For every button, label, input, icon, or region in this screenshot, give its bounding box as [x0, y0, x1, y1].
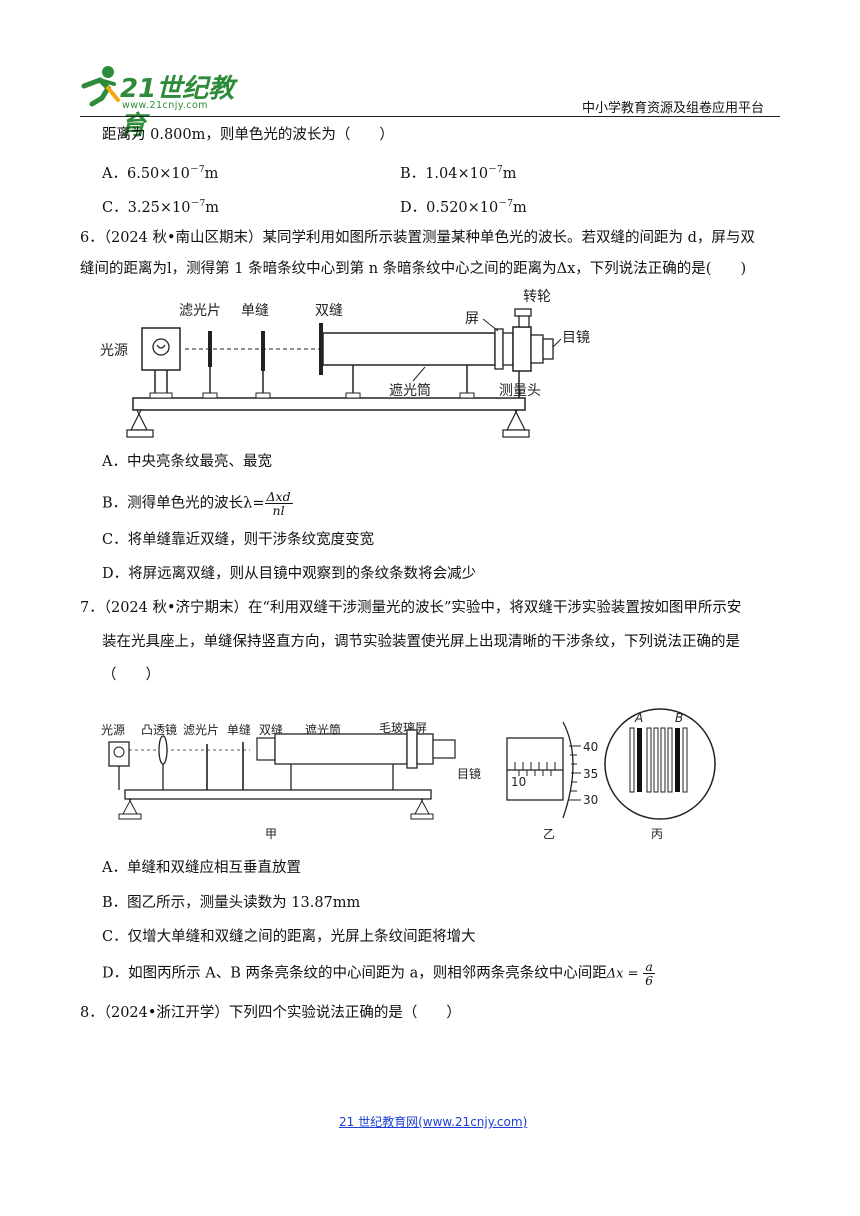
- label-light-source-7: 光源: [101, 723, 125, 737]
- site-logo: 21世纪教育 www.21cnjy.com: [78, 62, 258, 141]
- label-tube: 遮光筒: [389, 382, 431, 399]
- q7-stem-line3: （ ）: [102, 667, 160, 683]
- bench-foot-right: [506, 409, 526, 431]
- q5-stem-tail: 距离为 0.800m，则单色光的波长为（ ）: [102, 127, 394, 143]
- q5-option-b: B．1.04×10－7m: [400, 165, 517, 182]
- q7-apparatus-figure: 光源 凸透镜 滤光片 单缝 双缝 遮光筒 毛玻璃屏 目镜 甲: [101, 708, 716, 841]
- fringe-label-b: B: [675, 711, 683, 725]
- light-shielding-tube: [322, 332, 496, 366]
- q6-stem-line2: 缝间的距离为l，测得第 1 条暗条纹中心到第 n 条暗条纹中心之间的距离为Δx，…: [80, 261, 747, 277]
- single-slit-component: [261, 331, 265, 371]
- label-light-source: 光源: [100, 343, 128, 359]
- q7-option-c: C．仅增大单缝和双缝之间的距离，光屏上条纹间距将增大: [102, 929, 476, 945]
- filter-component: [208, 331, 212, 367]
- fringe-label-a: A: [634, 711, 643, 725]
- logo-url: www.21cnjy.com: [122, 100, 209, 111]
- q6-option-c: C．将单缝靠近双缝，则干涉条纹宽度变宽: [102, 532, 375, 548]
- q5-option-c: C．3.25×10－7m: [102, 199, 219, 216]
- header-divider: [80, 116, 780, 117]
- label-single-slit: 单缝: [241, 303, 269, 319]
- label-eyepiece-7: 目镜: [457, 766, 481, 781]
- label-eyepiece: 目镜: [562, 330, 590, 346]
- light-source-box: [141, 327, 181, 371]
- label-double-slit: 双缝: [315, 303, 343, 319]
- label-wheel: 转轮: [523, 289, 551, 305]
- q6-stem-line1: 6．（2024 秋•南山区期末）某同学利用如图所示装置测量某种单色光的波长。若双…: [80, 230, 755, 246]
- scale-35: 35: [583, 767, 598, 781]
- q5-option-a: A．6.50×10－7m: [102, 165, 219, 182]
- label-double-slit-7: 双缝: [259, 722, 283, 737]
- q7-option-b: B．图乙所示，测量头读数为 13.87mm: [102, 895, 361, 911]
- q7-option-d: D．如图丙所示 A、B 两条亮条纹的中心间距为 a，则相邻两条亮条纹中心间距Δx…: [102, 959, 656, 988]
- eyepiece-component: [542, 338, 554, 360]
- platform-title: 中小学教育资源及组卷应用平台: [582, 101, 765, 116]
- q6-option-d: D．将屏远离双缝，则从目镜中观察到的条纹条数将会减少: [102, 566, 477, 582]
- label-screen: 屏: [465, 311, 479, 327]
- label-tube-7: 遮光筒: [305, 722, 341, 737]
- q7-stem-line1: 7．（2024 秋•济宁期末）在“利用双缝干涉测量光的波长”实验中，将双缝干涉实…: [80, 600, 742, 616]
- q5-option-d: D．0.520×10－7m: [400, 199, 527, 216]
- bench-foot-left: [130, 409, 148, 431]
- q8-stem-line1: 8．（2024•浙江开学）下列四个实验说法正确的是（ ）: [80, 1005, 461, 1021]
- rotating-wheel: [514, 308, 532, 317]
- label-single-slit-7: 单缝: [227, 722, 251, 737]
- label-filter-7: 滤光片: [183, 723, 219, 737]
- label-measuring-head: 测量头: [499, 383, 541, 399]
- label-convex-lens: 凸透镜: [141, 722, 177, 737]
- screen-component: [494, 328, 504, 370]
- fringe-figure-bing: A B: [604, 708, 716, 820]
- q6-option-a: A．中央亮条纹最亮、最宽: [102, 454, 272, 470]
- footer-link[interactable]: 21 世纪教育网(www.21cnjy.com): [339, 1115, 528, 1129]
- label-frosted-screen: 毛玻璃屏: [379, 721, 427, 735]
- scale-10: 10: [511, 775, 526, 789]
- scale-40: 40: [583, 740, 598, 754]
- double-slit-component: [319, 323, 323, 375]
- q7-stem-line2: 装在光具座上，单缝保持竖直方向，调节实验装置使光屏上出现清晰的干涉条纹，下列说法…: [102, 634, 740, 650]
- label-jia: 甲: [265, 827, 277, 841]
- runner-logo-icon: [81, 66, 120, 107]
- q6-apparatus-figure: 光源 滤光片 单缝 双缝 遮光筒 屏 转轮 目镜 测量头: [100, 289, 590, 438]
- micrometer-figure-yi: 10 40 35 30: [506, 721, 598, 819]
- q7-option-a: A．单缝和双缝应相互垂直放置: [102, 860, 301, 876]
- measuring-head: [512, 326, 532, 372]
- label-yi: 乙: [543, 827, 555, 841]
- label-bing: 丙: [651, 827, 663, 841]
- optical-bench: [132, 397, 526, 411]
- scale-30: 30: [583, 793, 598, 807]
- label-filter: 滤光片: [179, 303, 221, 319]
